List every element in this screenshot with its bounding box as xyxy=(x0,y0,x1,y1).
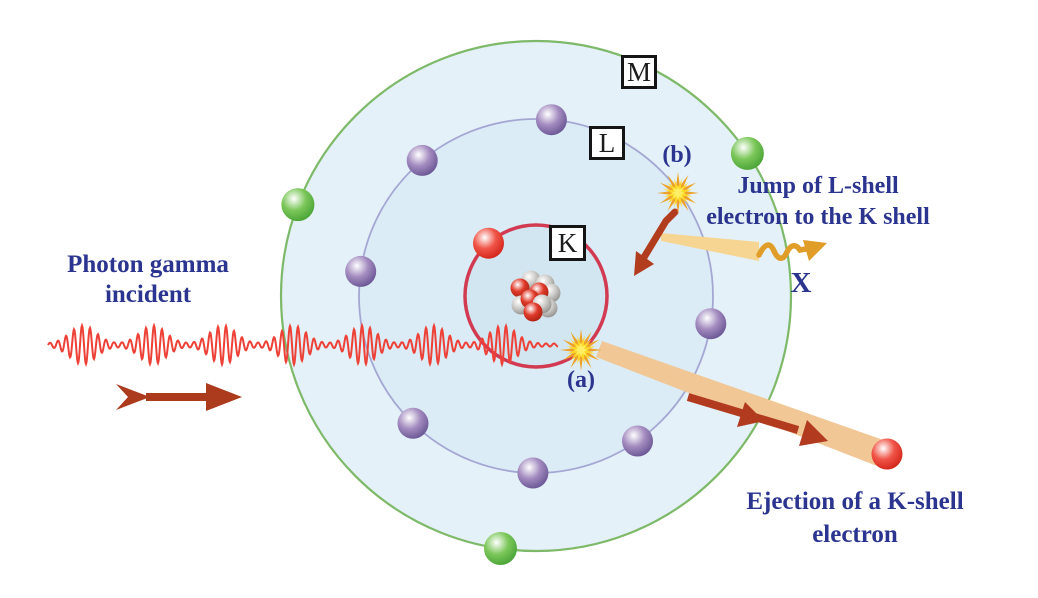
ejection-caption-line2: electron xyxy=(812,521,898,548)
photon-arrow-part2 xyxy=(206,383,242,411)
photon-caption-line1: Photon gamma xyxy=(67,251,229,278)
shell-label-m: M xyxy=(621,55,657,89)
jump-arrow-head xyxy=(634,251,654,276)
photon-caption-line2: incident xyxy=(104,281,192,308)
shell-label-l: L xyxy=(589,126,625,160)
marker-a: (a) xyxy=(567,367,595,393)
marker-b: (b) xyxy=(662,142,692,168)
m-shell-electron xyxy=(484,532,517,565)
l-shell-electron xyxy=(397,407,429,439)
k-shell-electron xyxy=(473,227,504,259)
photon-arrow-part1 xyxy=(146,393,206,401)
photon-wave xyxy=(47,322,559,368)
xray-squiggle-head xyxy=(803,240,827,261)
ejection-caption-line1: Ejection of a K-shell xyxy=(746,488,964,515)
flash-b-layer2 xyxy=(671,186,685,200)
photon-caption: Photon gamma incident xyxy=(50,250,246,310)
flash-a-layer2 xyxy=(574,343,588,357)
jump-caption-line1: Jump of L-shell xyxy=(737,173,899,199)
l-shell-electron xyxy=(345,255,377,287)
xray-beam xyxy=(661,233,759,261)
ejected-electron xyxy=(871,438,903,470)
photon-arrow-part0 xyxy=(116,384,150,410)
l-shell-electron xyxy=(517,457,549,489)
jump-caption-line2: electron to the K shell xyxy=(706,204,930,230)
shell-letter-l: L xyxy=(598,127,616,158)
xray-label: X xyxy=(790,267,812,299)
xray-squiggle xyxy=(756,242,809,261)
l-shell-electron xyxy=(622,425,653,457)
ejection-caption: Ejection of a K-shell electron xyxy=(723,485,987,551)
shell-letter-k: K xyxy=(557,227,578,258)
m-shell-electron xyxy=(730,136,764,170)
shell-label-k: K xyxy=(549,225,586,261)
jump-arrow-shaft xyxy=(639,208,679,263)
ejection-arrow-head1 xyxy=(737,402,764,427)
nucleon-red-9 xyxy=(523,302,543,322)
shell-letter-m: M xyxy=(626,56,651,87)
l-shell-electron xyxy=(535,104,567,136)
m-shell-electron xyxy=(281,188,315,222)
ejection-arrow-head0 xyxy=(799,420,828,446)
l-shell-electron xyxy=(406,144,438,176)
l-shell-electron xyxy=(695,308,727,340)
jump-caption: Jump of L-shell electron to the K shell xyxy=(686,171,950,233)
